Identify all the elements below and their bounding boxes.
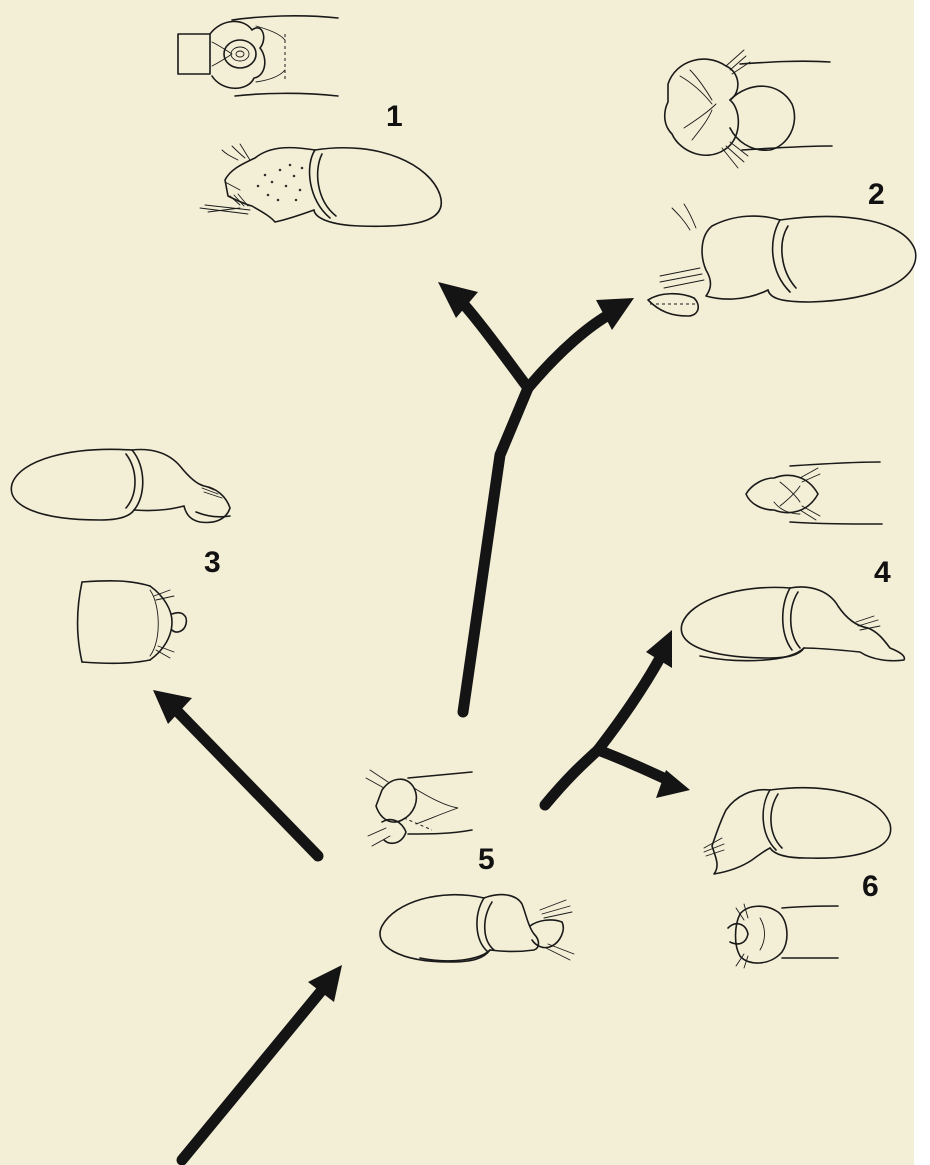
stipple-1	[257, 164, 303, 201]
arrow-fork-to-4	[598, 658, 660, 750]
specimen-3-ventral	[78, 581, 187, 664]
specimen-5-dorsal	[366, 770, 472, 846]
arrow-fork-to-6	[598, 750, 668, 780]
specimen-6-dorsal	[728, 904, 838, 968]
arrow-base-to-5	[182, 990, 322, 1160]
evolution-arrows	[153, 282, 690, 1160]
specimen-4-dorsal	[746, 462, 882, 524]
specimen-1-lateral	[200, 144, 441, 226]
arrow-stem-5-to-fork2	[545, 750, 598, 805]
specimen-3-lateral	[11, 449, 230, 522]
figure-label-6: 6	[862, 872, 879, 902]
specimen-5-lateral	[380, 895, 574, 962]
figure-label-2: 2	[868, 180, 885, 210]
arrow-fork-to-2	[528, 313, 612, 388]
specimen-1-dorsal	[178, 16, 338, 96]
figure-label-1: 1	[386, 102, 403, 132]
specimen-2-dorsal	[665, 50, 832, 168]
arrow-stem-5-to-fork	[463, 388, 528, 712]
specimen-6-lateral	[704, 788, 891, 874]
figure-label-3: 3	[204, 548, 221, 578]
arrow-5-to-3	[178, 712, 318, 856]
arrow-fork-to-1	[460, 300, 528, 388]
specimen-2-lateral	[648, 204, 916, 316]
figure-label-5: 5	[478, 845, 495, 875]
specimen-4-lateral	[681, 587, 904, 661]
figure-label-4: 4	[874, 558, 891, 588]
